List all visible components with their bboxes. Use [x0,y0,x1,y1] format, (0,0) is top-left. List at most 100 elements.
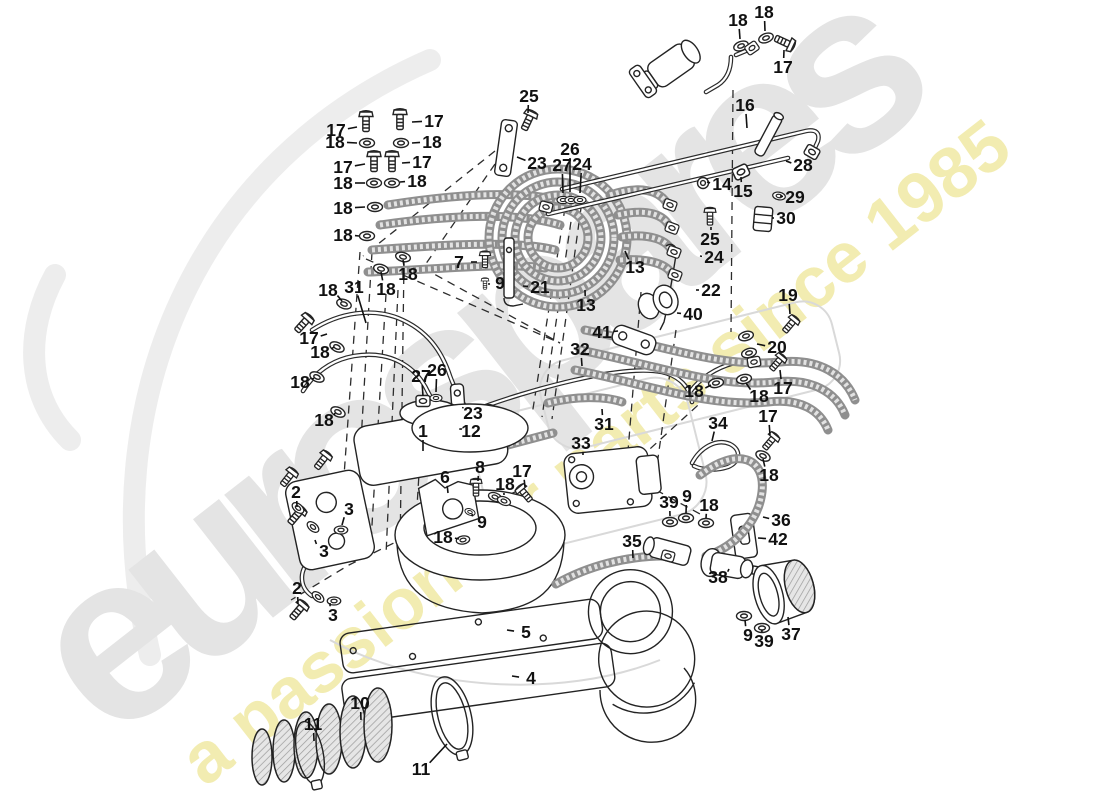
hose-texture [367,263,546,275]
part-label: 30 [776,208,796,228]
part-label: 17 [424,111,443,131]
part-label: 17 [773,57,792,77]
leader-line [429,743,448,764]
part-label: 9 [682,486,692,506]
part-label: 18 [325,132,345,152]
leader-line [785,160,792,164]
hose-texture [512,192,604,284]
leader-line [511,675,520,678]
part-label: 18 [699,495,719,515]
leader-line [506,629,515,632]
leader-line [779,369,782,380]
leader-line [757,537,767,540]
part-label: 17 [512,461,531,481]
leader-line [762,516,770,520]
part-label: 3 [328,605,338,625]
part-label: 39 [754,631,774,651]
part-label: 20 [767,337,787,357]
part-label: 22 [701,280,721,300]
leader-line [738,28,741,40]
part-label: 31 [594,414,614,434]
part-label: 18 [314,410,334,430]
part-label: 33 [571,433,591,453]
leader-line [341,517,345,526]
part-label: 14 [712,174,732,194]
part-label: 18 [318,280,338,300]
hose-texture [499,179,617,297]
leader-line [744,619,747,627]
part-label: 21 [530,277,550,297]
part-label: 9 [477,512,487,532]
part-label: 8 [475,457,485,477]
part-label: 3 [344,499,354,519]
part-label: 26 [427,360,447,380]
leader-line [320,333,328,337]
leader-line [762,458,766,467]
hose-texture [547,395,623,406]
part-label: 18 [376,279,396,299]
part-label: 18 [333,225,353,245]
part-label: 18 [333,198,353,218]
part-label: 11 [304,714,323,734]
part-label: 12 [461,421,481,441]
part-label: 17 [333,157,352,177]
part-label: 32 [570,339,590,359]
leader-line [580,357,583,367]
leader-line [330,346,335,350]
part-label: 23 [463,403,483,423]
tube-highlight [560,129,820,191]
part-label: 18 [728,10,748,30]
part-label: 2 [292,578,302,598]
leader-line [711,431,715,442]
leader-line [706,181,711,184]
leader-line [787,616,790,626]
part-label: 18 [290,372,310,392]
leader-line [411,141,421,144]
watermark-swoosh-small [23,264,81,451]
leader-line [726,568,730,573]
part-label: 6 [440,467,450,487]
part-label: 41 [592,322,612,342]
hose-texture [525,205,591,271]
part-label: 24 [704,247,724,267]
part-label: 19 [778,285,798,305]
leader-line [347,126,358,130]
leader-line [788,303,791,315]
part-label: 29 [785,187,805,207]
bellows [251,687,393,786]
part-label: 17 [326,120,345,140]
part-label: 17 [299,328,318,348]
leader-line [561,173,564,194]
part-label: 9 [495,273,505,293]
part-label: 18 [495,474,515,494]
leader-line [346,141,358,144]
leader-line [411,120,423,123]
part-label: 18 [333,173,353,193]
part-label: 26 [560,139,580,159]
part-label: 18 [749,386,769,406]
hose-texture [621,233,675,254]
hose-texture [371,241,556,253]
leader-lines-layer [295,20,792,764]
hose-texture [379,213,561,228]
leader-line [314,539,318,545]
part-label: 17 [758,406,777,426]
leader-line [624,250,630,260]
leader-line [401,161,411,164]
leader-line [745,113,748,129]
leader-line [704,384,712,389]
part-label: 10 [350,693,370,713]
part-label: 18 [684,381,704,401]
part-label: 18 [398,264,418,284]
part-label: 24 [572,154,592,174]
part-label: 1 [418,421,428,441]
part-label: 17 [773,378,792,398]
part-label: 35 [622,531,642,551]
leader-line [336,295,343,302]
leader-line [756,343,766,347]
part-label: 18 [407,171,427,191]
part-label: 13 [625,257,645,277]
